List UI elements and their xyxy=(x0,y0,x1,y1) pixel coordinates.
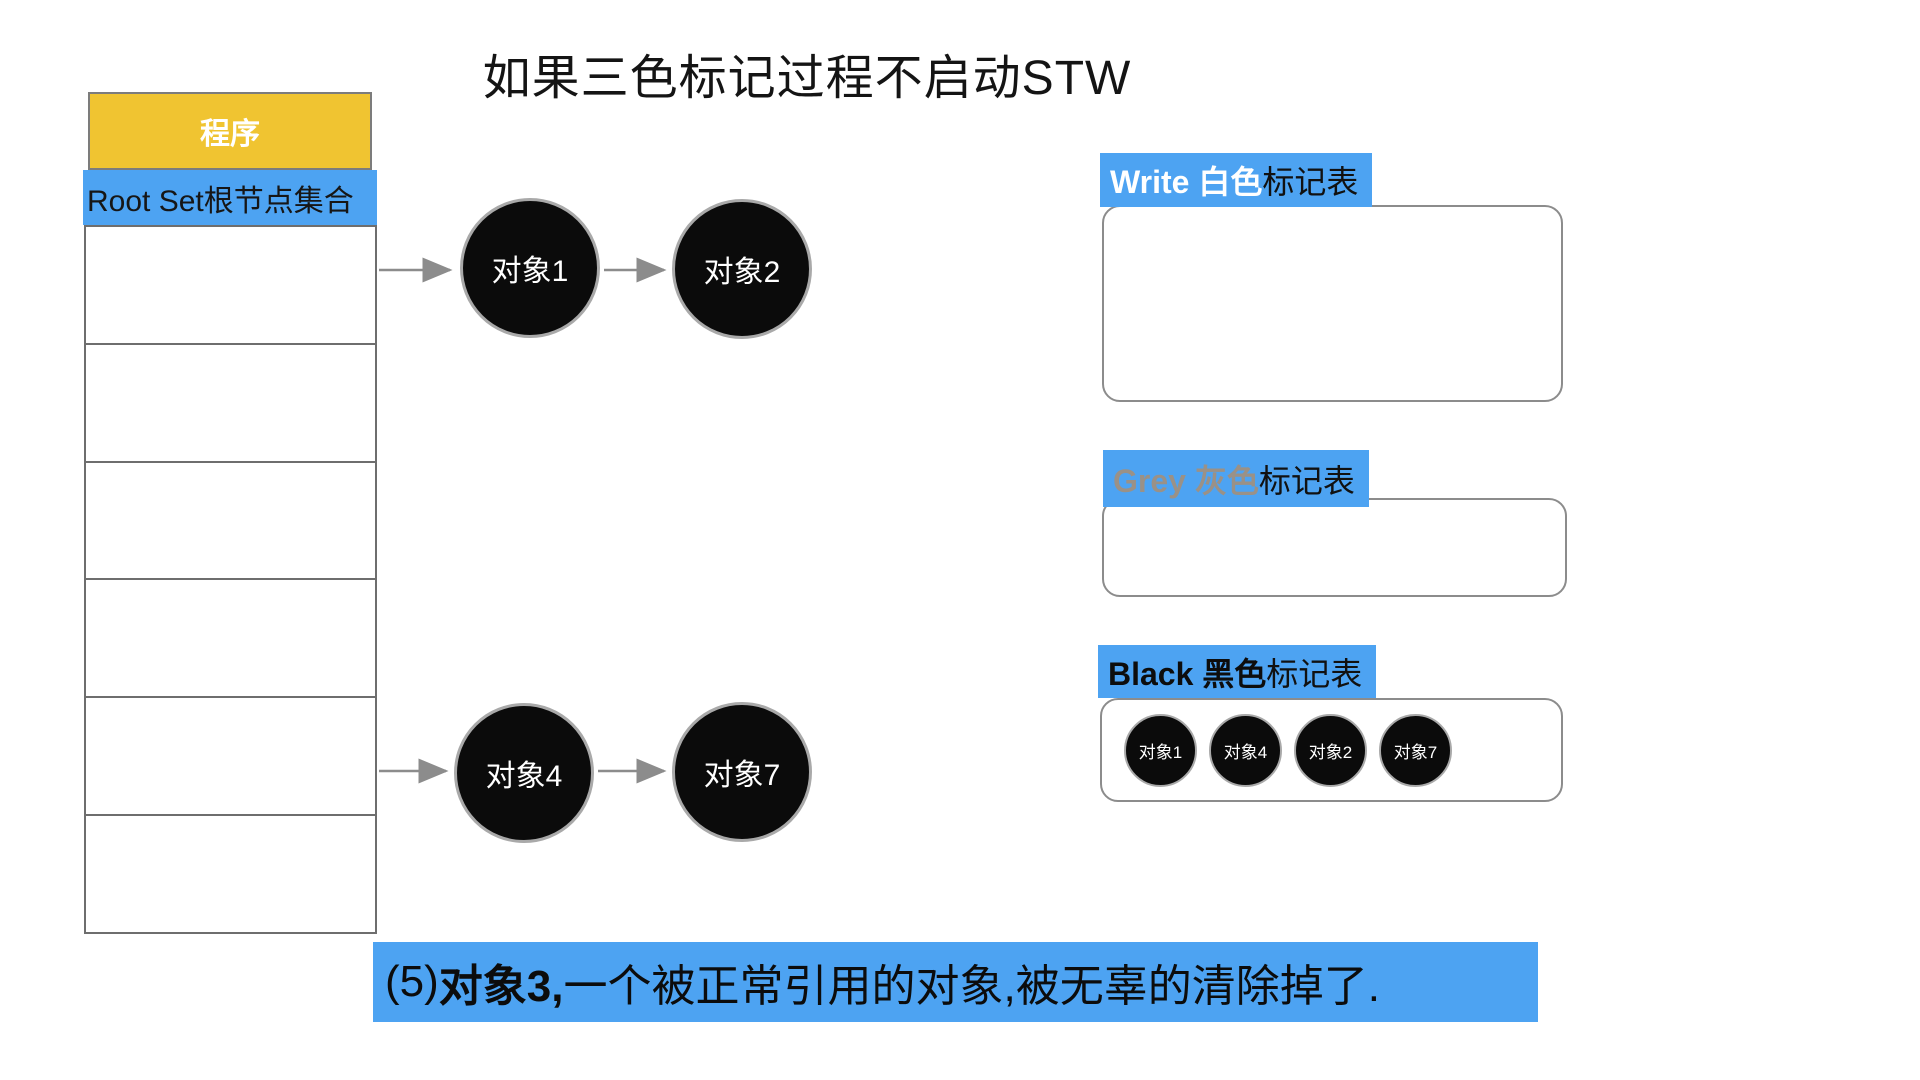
object-node-1: 对象1 xyxy=(460,198,600,338)
table-empty-row xyxy=(86,698,375,817)
page-title: 如果三色标记过程不启动STW xyxy=(482,52,1132,105)
white-table-label-highlight: Write 白色 xyxy=(1110,164,1263,200)
table-empty-row xyxy=(86,580,375,699)
black-table-item-obj4: 对象4 xyxy=(1209,713,1282,787)
white-table-box xyxy=(1102,205,1563,402)
caption-rest: 一个被正常引用的对象,被无辜的清除掉了. xyxy=(563,962,1380,1011)
black-table-box: 对象1 对象4 对象2 对象7 xyxy=(1100,698,1563,802)
grey-table-box xyxy=(1102,498,1567,597)
root-set-row: Root Set根节点集合 xyxy=(83,170,377,225)
object-node-4: 对象4 xyxy=(454,703,594,843)
white-table-label-suffix: 标记表 xyxy=(1262,164,1359,200)
program-table-header: 程序 xyxy=(88,92,372,170)
object-node-7: 对象7 xyxy=(672,702,812,842)
grey-table-label-highlight: Grey 灰色 xyxy=(1113,462,1259,499)
object-node-2: 对象2 xyxy=(672,199,812,339)
caption-emphasis: 对象3, xyxy=(438,962,564,1011)
table-empty-row xyxy=(86,227,375,345)
black-table-item-obj2: 对象2 xyxy=(1294,713,1367,787)
grey-table-label-suffix: 标记表 xyxy=(1258,462,1355,499)
caption-bar: (5) 对象3,一个被正常引用的对象,被无辜的清除掉了. xyxy=(373,942,1538,1022)
black-table-label-highlight: Black 黑色 xyxy=(1108,655,1267,692)
caption-prefix: (5) xyxy=(385,957,439,1006)
black-table-item-obj7: 对象7 xyxy=(1379,713,1452,787)
grey-table-label: Grey 灰色标记表 xyxy=(1103,450,1369,507)
black-table-item-obj1: 对象1 xyxy=(1124,713,1197,787)
table-empty-row xyxy=(86,345,375,463)
white-table-label: Write 白色标记表 xyxy=(1100,153,1373,207)
black-table-label: Black 黑色标记表 xyxy=(1098,645,1377,698)
table-empty-row xyxy=(86,463,375,581)
table-empty-row xyxy=(86,816,375,932)
program-table-body xyxy=(84,225,377,934)
black-table-label-suffix: 标记表 xyxy=(1266,655,1363,692)
